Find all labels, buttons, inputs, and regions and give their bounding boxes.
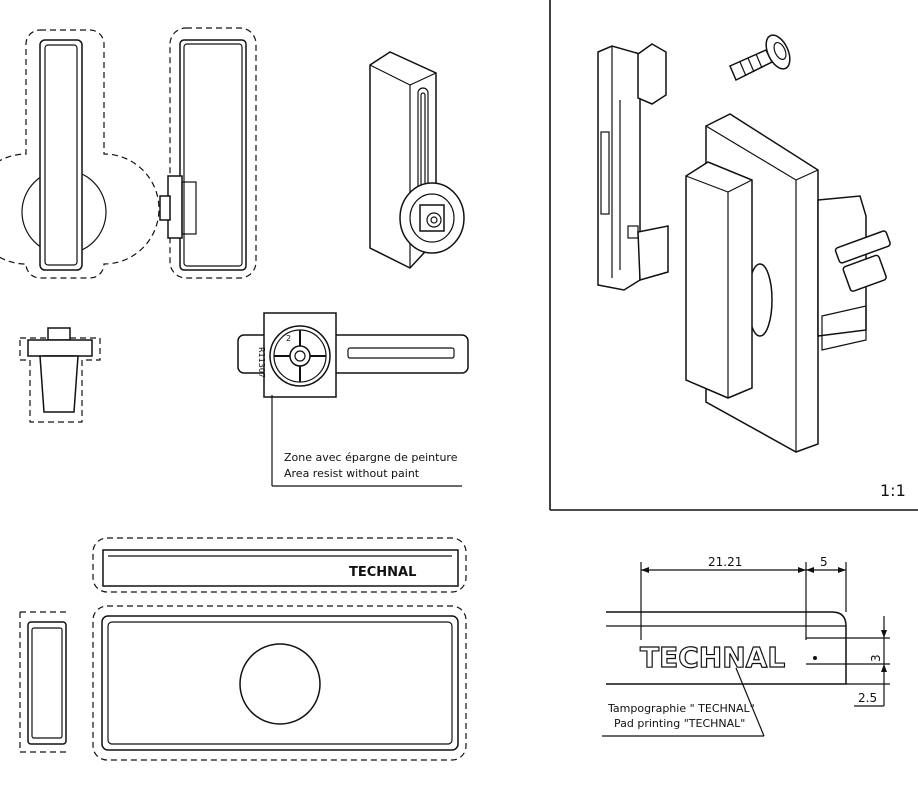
- top-profile-with-logo: TECHNAL: [92, 537, 467, 593]
- end-view: [19, 611, 67, 753]
- paint-resist-leader: Zone avec épargne de peinture Area resis…: [271, 395, 462, 487]
- logo-detail: TECHNAL: [606, 611, 847, 685]
- knob-number: 2: [286, 334, 291, 343]
- dimension-logo-height: 3: [869, 654, 883, 662]
- rail-bracket: [597, 43, 669, 291]
- part-marking: R11307: [257, 347, 266, 378]
- pad-printing-leader: Tampographie " TECHNAL" Pad printing "TE…: [602, 667, 765, 737]
- rear-perspective-view: [369, 51, 465, 269]
- bottom-view-knob: 2 R11307: [237, 312, 469, 398]
- paint-resist-note-en: Area resist without paint: [284, 467, 420, 480]
- dimension-edge-offset: 2.5: [858, 691, 877, 705]
- dimension-end-offset: 5: [820, 555, 828, 569]
- dimension-logo-width: 21.21: [708, 555, 742, 569]
- front-view-large: [92, 605, 467, 761]
- isometric-view-frame: [549, 0, 918, 511]
- technal-logo-large: TECHNAL: [640, 641, 785, 674]
- dimensions: 21.21 5 3 2.5: [640, 555, 890, 707]
- technal-logo-small: TECHNAL: [349, 565, 416, 580]
- lock-mechanism: [817, 195, 891, 351]
- exploded-assembly: [597, 34, 891, 453]
- side-view-handle: [159, 27, 257, 279]
- scale-label: 1:1: [880, 481, 906, 500]
- screw: [729, 34, 791, 82]
- pad-printing-note-fr: Tampographie " TECHNAL": [607, 702, 755, 715]
- top-view-handle: [19, 327, 101, 423]
- pad-printing-note-en: Pad printing "TECHNAL": [614, 717, 745, 730]
- paint-resist-note-fr: Zone avec épargne de peinture: [284, 451, 458, 464]
- front-handle-3d: [685, 161, 773, 399]
- front-view-handle: [0, 29, 160, 279]
